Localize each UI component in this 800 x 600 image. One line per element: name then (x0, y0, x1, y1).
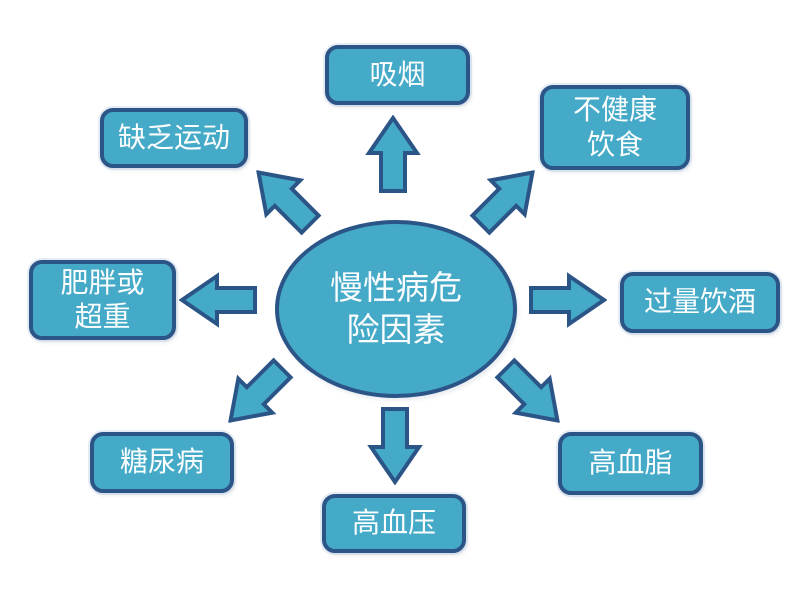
arrow-up-icon (365, 115, 421, 193)
factor-box-lack-of-exercise: 缺乏运动 (100, 108, 248, 168)
factor-label: 糖尿病 (119, 446, 204, 478)
factor-box-unhealthy-diet: 不健康 饮食 (540, 85, 690, 170)
arrow-up-left-icon (256, 170, 322, 236)
factor-label: 高血脂 (588, 447, 673, 479)
factor-box-high-blood-lipids: 高血脂 (558, 432, 703, 495)
factor-label: 缺乏运动 (117, 121, 230, 153)
arrow-down-right-icon (494, 357, 560, 423)
arrow-up-right-icon (469, 170, 535, 236)
factor-label: 肥胖或 超重 (60, 266, 145, 332)
factor-box-excessive-drinking: 过量饮酒 (620, 272, 780, 333)
factor-label: 吸烟 (369, 58, 426, 90)
arrow-left-icon (179, 272, 257, 328)
factor-label: 过量饮酒 (643, 286, 756, 318)
center-label: 慢性病危 险因素 (330, 268, 462, 348)
factor-box-smoking: 吸烟 (325, 45, 470, 105)
factor-box-diabetes: 糖尿病 (90, 432, 234, 493)
center-ellipse: 慢性病危 险因素 (275, 220, 517, 398)
factor-box-hypertension: 高血压 (322, 494, 466, 553)
factor-label: 不健康 饮食 (572, 94, 657, 160)
arrow-down-icon (367, 407, 423, 485)
factor-box-obesity-overweight: 肥胖或 超重 (29, 260, 176, 340)
factor-label: 高血压 (351, 507, 436, 539)
arrow-down-left-icon (228, 357, 294, 423)
arrow-right-icon (529, 272, 607, 328)
